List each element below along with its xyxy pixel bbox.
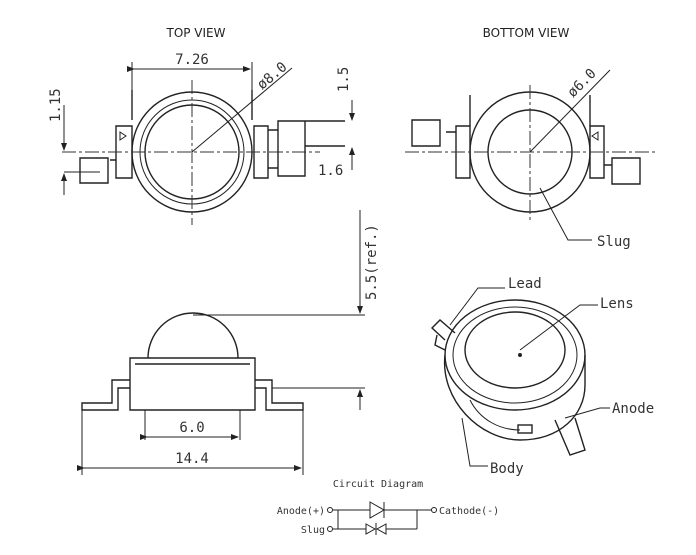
circuit-diagram: Circuit Diagram Anode(+) Slug Cathode(-) [277, 479, 499, 536]
dim-lead-offset-right: 1.5 [336, 67, 352, 92]
dim-lead-offset-left: 1.15 [48, 88, 64, 122]
dim-lead-width: 1.6 [318, 163, 343, 179]
iso-view: Lead Lens Anode Body [430, 276, 654, 477]
bottom-view: BOTTOM VIEW ø6.0 Slug [405, 26, 655, 250]
lens-label: Lens [600, 296, 634, 312]
circuit-title: Circuit Diagram [333, 479, 423, 490]
circuit-slug-label: Slug [301, 525, 325, 536]
top-view: TOP VIEW 7.26 ø8.0 1.5 1.6 1.15 [48, 26, 355, 225]
dim-height-ref: 5.5(ref.) [364, 224, 380, 300]
dim-lens-diameter: ø8.0 [254, 59, 290, 93]
top-view-title: TOP VIEW [165, 26, 225, 40]
dim-total-length: 14.4 [175, 451, 209, 467]
body-label: Body [490, 461, 524, 477]
side-view: 6.0 14.4 5.5(ref.) [77, 210, 380, 475]
bottom-view-title: BOTTOM VIEW [483, 26, 570, 40]
lead-label: Lead [508, 276, 542, 292]
dim-body-width: 7.26 [175, 52, 209, 68]
anode-label: Anode [612, 401, 654, 417]
dim-slug-width: 6.0 [179, 420, 204, 436]
dim-slug-diameter: ø6.0 [565, 66, 600, 101]
circuit-anode-label: Anode(+) [277, 506, 325, 517]
slug-label: Slug [597, 234, 631, 250]
circuit-cathode-label: Cathode(-) [439, 506, 499, 517]
